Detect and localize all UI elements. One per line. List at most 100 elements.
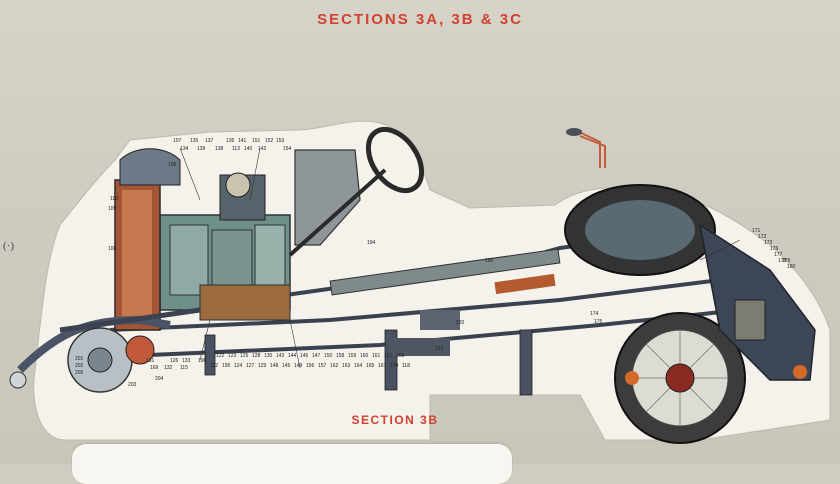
callout-label: 180 [787, 264, 796, 270]
callout-label: 113 [232, 146, 240, 152]
front-lamp [9, 371, 27, 389]
callout-label: 132 [164, 365, 173, 371]
callout-label: 154 [283, 146, 292, 152]
callout-label: 204 [155, 376, 164, 382]
callout-label: 178 [778, 258, 787, 264]
margin-mark: (·) [3, 240, 14, 252]
callout-label: 149 [294, 363, 303, 369]
callout-label: 156 [306, 363, 315, 369]
callout-label: 161 [372, 353, 381, 359]
callout-label: 143 [276, 353, 285, 359]
bulkhead [294, 149, 361, 246]
callout-label: 136 [226, 138, 235, 144]
callout-label: 147 [312, 353, 321, 359]
callout-label: 120 [456, 320, 465, 326]
next-page-card-edge [72, 444, 512, 484]
page-title: SECTIONS 3A, 3B & 3C [317, 11, 523, 28]
callout-label: 177 [774, 252, 783, 258]
callout-label: 129 [258, 363, 267, 369]
callout-label: 117 [384, 353, 392, 359]
front-suspension [17, 307, 201, 393]
callout-label: 196 [198, 358, 207, 364]
callout-label: 142 [258, 146, 267, 152]
callout-label: 144 [288, 353, 297, 359]
callout-label: 110 [110, 196, 118, 202]
callout-label: 167 [378, 363, 387, 369]
callout-label: 118 [402, 363, 410, 369]
callout-label: 140 [244, 146, 253, 152]
callout-label: 123 [228, 353, 237, 359]
callout-label: 160 [360, 353, 369, 359]
section-label: SECTION 3B [351, 413, 439, 427]
callout-label: 203 [128, 382, 137, 388]
callout-label: 130 [264, 353, 273, 359]
callout-label: 115 [180, 365, 188, 371]
wiring-detail [566, 128, 606, 168]
callout-label: 151 [252, 138, 261, 144]
callout-label: 126 [170, 358, 179, 364]
callout-label: 125 [240, 353, 249, 359]
plate-121 [390, 338, 450, 356]
callout-label: 121 [435, 346, 444, 352]
callout-label: 139 [197, 146, 206, 152]
callouts-front: 109 110 108 201 202 203 204 205 [75, 196, 164, 388]
callouts-top: 107 135 137 136 141 151 152 153 134 139 … [168, 138, 292, 168]
callout-label: 106 [168, 162, 177, 168]
callout-label: 127 [246, 363, 255, 369]
callout-label: 128 [252, 353, 261, 359]
rear-spare-tyre [564, 184, 716, 276]
propeller-shaft [329, 248, 561, 296]
callout-label: 205 [75, 370, 84, 376]
callout-label: 174 [590, 311, 599, 317]
rear-lamp [625, 371, 639, 385]
callout-label: 165 [366, 363, 375, 369]
callout-label: 152 [265, 138, 274, 144]
engine-block [159, 172, 291, 321]
callout-label: 175 [594, 319, 603, 325]
callout-label: 109 [108, 206, 117, 212]
callout-label: 107 [173, 138, 182, 144]
callout-label: 158 [336, 353, 345, 359]
callout-label: 202 [75, 363, 84, 369]
callout-label: 163 [342, 363, 351, 369]
steering-assembly [288, 126, 425, 257]
plate-120 [420, 310, 460, 330]
callout-label: 201 [75, 356, 84, 362]
rear-lamp-housing [734, 299, 766, 341]
callout-label: 159 [348, 353, 357, 359]
callout-label: 171 [752, 228, 761, 234]
callouts-bottom: 131 126 133 196 122 123 125 128 130 143 … [146, 353, 410, 371]
cross-members [204, 329, 533, 396]
radiator [114, 148, 181, 331]
callout-label: 112 [210, 363, 218, 369]
callout-label: 176 [770, 246, 779, 252]
callouts-middle: 194 120 121 190 171 172 173 174 176 177 … [367, 228, 796, 352]
callout-label: 162 [330, 363, 339, 369]
callout-label: 138 [215, 146, 224, 152]
callout-label: 148 [270, 363, 279, 369]
callout-label: 108 [108, 246, 117, 252]
callout-label: 137 [205, 138, 214, 144]
callout-label: 131 [146, 358, 155, 364]
callout-label: 134 [180, 146, 189, 152]
callout-label: 173 [764, 240, 773, 246]
callout-label: 124 [234, 363, 243, 369]
callout-label: 145 [282, 363, 291, 369]
callout-label: 141 [238, 138, 247, 144]
chassis-cutaway-diagram: 107 135 137 136 141 151 152 153 134 139 … [9, 120, 831, 444]
callout-label: 135 [190, 138, 199, 144]
callout-label: 146 [300, 353, 309, 359]
callout-label: 179 [782, 258, 791, 264]
callout-label: 122 [216, 353, 225, 359]
callout-label: 194 [367, 240, 376, 246]
callout-leaders [179, 147, 741, 369]
callout-label: 172 [758, 234, 767, 240]
callout-label: 164 [354, 363, 363, 369]
callout-label: 169 [150, 365, 159, 371]
callout-label: 195 [222, 363, 231, 369]
rear-lamp-2 [793, 365, 807, 379]
callout-label: 170 [390, 363, 399, 369]
callout-label: 153 [276, 138, 285, 144]
callout-label: 133 [182, 358, 191, 364]
callout-label: 190 [485, 258, 494, 264]
